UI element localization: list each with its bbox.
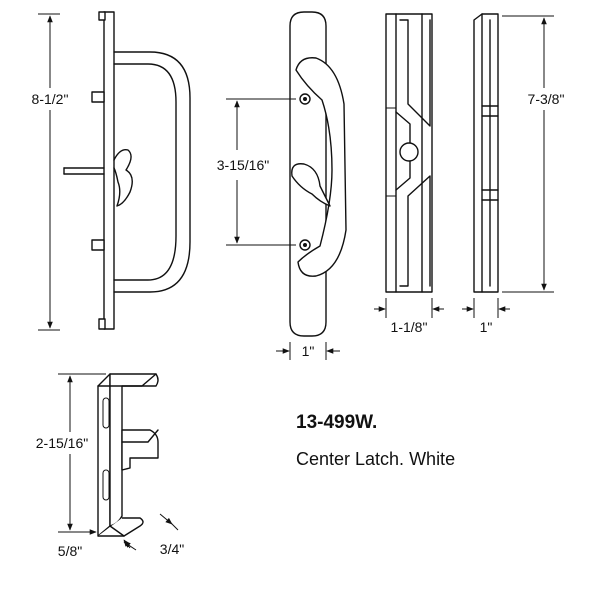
- latch-plate-back-view: [385, 13, 433, 293]
- dimension-latch-width: 1-1/8": [374, 298, 444, 335]
- dimension-handle-height: 8-1/2": [32, 13, 69, 331]
- dimension-label-keeper-width: 5/8": [58, 543, 82, 559]
- dimension-label-plate-depth: 1": [480, 319, 493, 335]
- dimension-label-keeper-depth: 3/4": [160, 541, 184, 557]
- dimension-keeper-height: 2-15/16": [36, 373, 106, 533]
- dimension-label-latch-width: 1-1/8": [391, 319, 428, 335]
- dimension-keeper-depth: 3/4": [123, 513, 184, 557]
- dimension-label-plate-height: 7-3/8": [528, 91, 565, 107]
- dimension-label-plate-width: 1": [302, 343, 315, 359]
- handle-front-view: [289, 11, 347, 337]
- dimension-label-screw-spacing: 3-15/16": [217, 157, 269, 173]
- latch-plate-side-view: [473, 13, 499, 293]
- dimension-plate-depth: 1": [462, 298, 510, 335]
- dimension-plate-width: 1": [276, 342, 340, 360]
- dimension-label-handle-height: 8-1/2": [32, 91, 69, 107]
- keeper-view: [97, 373, 159, 537]
- part-number: 13-499W.: [296, 412, 377, 433]
- dimension-label-keeper-height: 2-15/16": [36, 435, 88, 451]
- dimension-plate-height: 7-3/8": [502, 15, 565, 293]
- handle-side-view: [63, 11, 191, 330]
- dimension-screw-spacing: 3-15/16": [217, 98, 296, 246]
- product-description: Center Latch. White: [296, 449, 455, 469]
